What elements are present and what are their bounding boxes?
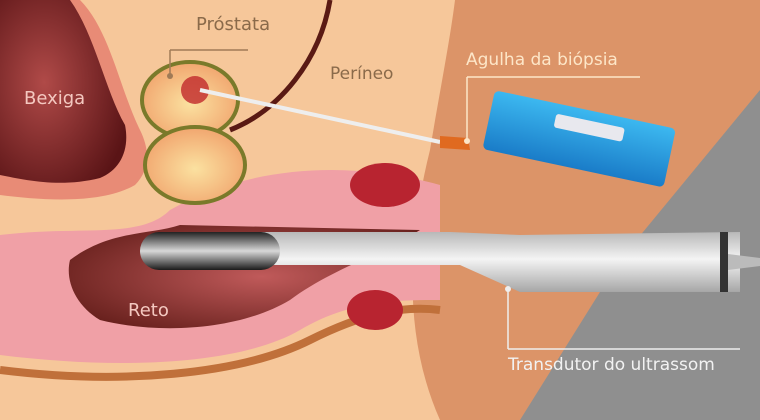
biopsy-gun bbox=[483, 91, 675, 187]
muscle-cluster-lower bbox=[347, 290, 403, 330]
bladder bbox=[0, 0, 127, 183]
ultrasound-transducer bbox=[170, 232, 740, 292]
label-transdutor: Transdutor do ultrassom bbox=[508, 355, 715, 375]
label-reto: Reto bbox=[128, 300, 169, 321]
label-perineo: Períneo bbox=[330, 64, 394, 84]
needle-hub bbox=[440, 136, 470, 150]
label-bexiga: Bexiga bbox=[24, 88, 86, 109]
transducer-tip bbox=[140, 232, 280, 270]
label-prostata: Próstata bbox=[196, 14, 271, 35]
biopsy-needle bbox=[199, 88, 441, 144]
muscle-cluster-upper bbox=[350, 163, 420, 207]
label-agulha: Agulha da biópsia bbox=[466, 50, 618, 70]
tumor-cluster bbox=[181, 76, 209, 104]
prostate-lower bbox=[143, 125, 247, 205]
